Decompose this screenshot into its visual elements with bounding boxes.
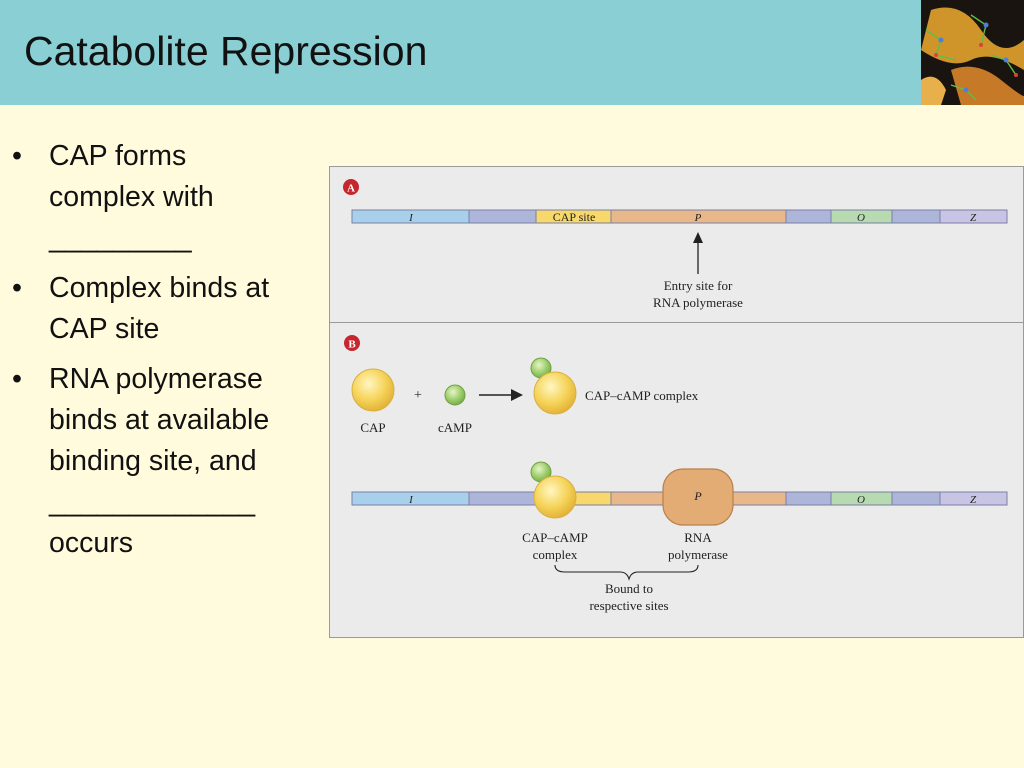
segment-z-label: Z (970, 494, 977, 506)
rna-polymerase-icon (662, 468, 734, 526)
camp-molecule-icon (444, 384, 466, 406)
panel-a-badge (343, 179, 359, 195)
bound-brace (554, 564, 699, 581)
bullet-dot: • (12, 140, 22, 172)
bullet-text: RNA polymerase binds at available bindin… (49, 363, 270, 559)
plus-sign: + (414, 388, 422, 403)
bullet-text: Complex binds at CAP site (49, 272, 270, 345)
polymerase-label-2: polymerase (668, 547, 728, 562)
polymerase-label-1: RNA (684, 530, 712, 545)
cap-site-label: CAP site (553, 210, 596, 224)
segment-o-label: O (857, 494, 865, 506)
segment-i-label: I (408, 212, 414, 224)
bullet-list: • CAP forms complex with _________ • Com… (12, 136, 322, 573)
bullet-item: • RNA polymerase binds at available bind… (12, 359, 322, 564)
panel-b-badge (344, 335, 360, 351)
segment-i-label: I (408, 494, 414, 506)
segment-z (939, 209, 1008, 224)
cap-camp-complex-icon (533, 371, 577, 415)
segment-z (939, 491, 1008, 506)
segment-spacer (785, 209, 832, 224)
panel-a-dna-strip (351, 209, 1008, 224)
segment-spacer (785, 491, 832, 506)
camp-label: cAMP (438, 420, 472, 435)
bound-cap-camp-complex-icon (533, 475, 577, 519)
segment-spacer (468, 209, 537, 224)
segment-spacer (891, 491, 941, 506)
segment-p-label: P (694, 212, 702, 224)
bound-complex-label-2: complex (533, 547, 578, 562)
reaction-arrow-icon (511, 389, 523, 401)
complex-label: CAP–cAMP complex (585, 388, 699, 403)
panel-a (329, 166, 1024, 323)
entry-site-label-2: RNA polymerase (653, 295, 743, 310)
protein-structure-graphic (921, 0, 1024, 105)
bound-label-1: Bound to (605, 581, 653, 596)
bullet-item: • CAP forms complex with _________ (12, 136, 322, 259)
cap-protein-icon (351, 368, 395, 412)
protein-structure-image (921, 0, 1024, 105)
bound-complex-label-1: CAP–cAMP (522, 530, 588, 545)
segment-spacer (468, 491, 537, 506)
slide-title: Catabolite Repression (24, 28, 428, 74)
operon-figure: A I CAP site P O Z Entry site for RNA po… (329, 166, 1024, 638)
panel-b-badge-label: B (348, 339, 356, 351)
bullet-item: • Complex binds at CAP site (12, 268, 322, 350)
slide-header (0, 0, 1024, 105)
cap-label: CAP (360, 420, 385, 435)
panel-a-badge-label: A (347, 183, 355, 195)
segment-spacer (891, 209, 941, 224)
bound-label-2: respective sites (589, 598, 668, 613)
bullet-text: CAP forms complex with _________ (49, 140, 214, 254)
polymerase-p-label: P (693, 489, 702, 503)
bullet-dot: • (12, 363, 22, 395)
segment-o-label: O (857, 212, 865, 224)
operon-diagram: A I CAP site P O Z Entry site for RNA po… (329, 166, 1024, 638)
segment-z-label: Z (970, 212, 977, 224)
entry-arrow-icon (693, 232, 703, 243)
entry-site-label-1: Entry site for (664, 278, 733, 293)
bullet-dot: • (12, 272, 22, 304)
